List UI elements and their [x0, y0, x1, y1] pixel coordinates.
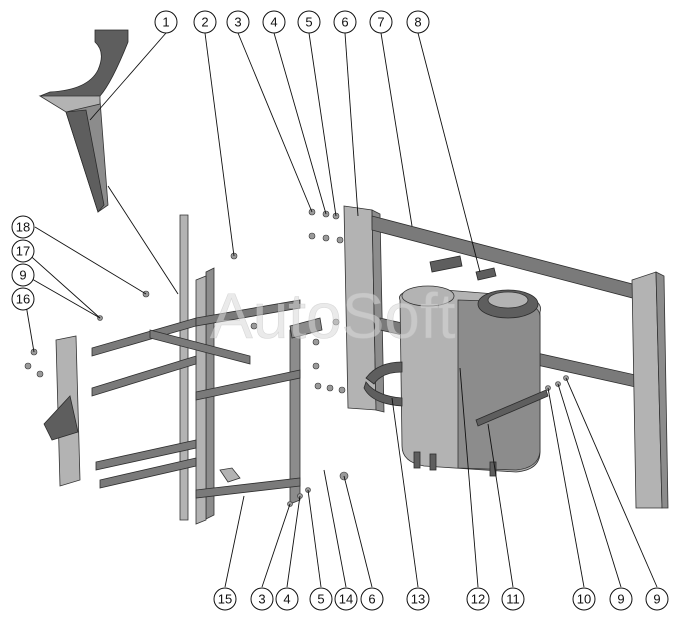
svg-text:11: 11 — [506, 592, 520, 607]
svg-text:4: 4 — [270, 15, 277, 30]
callout-5: 5 — [297, 10, 321, 34]
svg-text:7: 7 — [377, 15, 384, 30]
svg-text:16: 16 — [16, 292, 30, 307]
callout-15: 15 — [213, 587, 237, 611]
callout-9-bottom-a: 9 — [609, 587, 633, 611]
svg-text:13: 13 — [411, 592, 425, 607]
callout-2: 2 — [193, 10, 217, 34]
callout-10: 10 — [572, 587, 596, 611]
callout-5-bottom: 5 — [309, 587, 333, 611]
part-11-strap — [475, 389, 549, 427]
svg-text:3: 3 — [234, 15, 241, 30]
leader-lines — [24, 32, 658, 588]
svg-text:9: 9 — [653, 592, 660, 607]
part-7-frame — [343, 205, 669, 509]
callout-9-left: 9 — [11, 263, 35, 287]
watermark-text: AutoSoft — [210, 280, 456, 352]
svg-text:5: 5 — [305, 15, 312, 30]
svg-text:9: 9 — [617, 592, 624, 607]
callout-13: 13 — [406, 587, 430, 611]
part-8-bracket — [429, 255, 497, 281]
svg-text:3: 3 — [258, 592, 265, 607]
svg-text:18: 18 — [16, 220, 30, 235]
svg-text:10: 10 — [577, 592, 591, 607]
svg-text:6: 6 — [341, 15, 348, 30]
svg-text:14: 14 — [339, 592, 353, 607]
callout-6-bottom: 6 — [360, 587, 384, 611]
svg-text:17: 17 — [16, 244, 30, 259]
svg-text:8: 8 — [414, 15, 421, 30]
callout-16: 16 — [11, 287, 35, 311]
part-15-frame — [43, 214, 323, 525]
callout-11: 11 — [501, 587, 525, 611]
callout-8: 8 — [406, 10, 430, 34]
part-12-tank — [399, 285, 541, 477]
callout-18: 18 — [11, 215, 35, 239]
callout-1: 1 — [154, 10, 178, 34]
svg-text:15: 15 — [218, 592, 232, 607]
callout-7: 7 — [369, 10, 393, 34]
part-1-shield — [38, 29, 129, 213]
callout-12: 12 — [466, 587, 490, 611]
svg-text:4: 4 — [283, 592, 290, 607]
svg-text:1: 1 — [162, 15, 169, 30]
callout-9-bottom-b: 9 — [645, 587, 669, 611]
callout-3-bottom: 3 — [250, 587, 274, 611]
svg-text:6: 6 — [368, 592, 375, 607]
svg-text:12: 12 — [471, 592, 485, 607]
callout-14: 14 — [334, 587, 358, 611]
callout-3: 3 — [226, 10, 250, 34]
callout-4: 4 — [262, 10, 286, 34]
callout-4-bottom: 4 — [275, 587, 299, 611]
callout-6: 6 — [333, 10, 357, 34]
svg-text:2: 2 — [201, 15, 208, 30]
callout-17: 17 — [11, 239, 35, 263]
svg-text:5: 5 — [317, 592, 324, 607]
svg-text:9: 9 — [19, 268, 26, 283]
hardware-fasteners — [24, 208, 569, 507]
